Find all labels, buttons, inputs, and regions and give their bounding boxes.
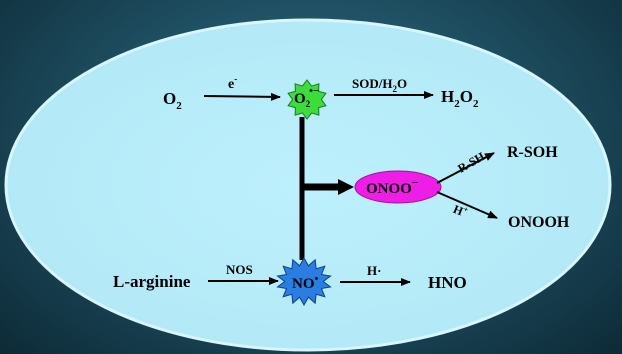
- species-superoxide: O2•−: [294, 85, 319, 109]
- species-hno: HNO: [428, 273, 467, 292]
- superoxide-burst: [287, 79, 327, 120]
- arrow-to-r-soh: [436, 152, 495, 184]
- label-sod: SOD/H2O: [352, 76, 407, 94]
- species-peroxynitrite: ONOO−: [366, 177, 418, 197]
- arrow-to-onooh: [436, 191, 498, 219]
- arrowhead-to-peroxynitrite: [338, 179, 354, 195]
- peroxynitrite-oval: [354, 170, 442, 204]
- species-nitric-oxide: NO•: [292, 273, 319, 292]
- label-h-radical: H·: [367, 263, 381, 278]
- arrow-o2-to-superoxide: [203, 92, 281, 101]
- label-electron: e-: [228, 74, 237, 92]
- species-h2o2: H2O2: [441, 87, 479, 110]
- species-l-arginine: L-arginine: [113, 272, 191, 291]
- species-o2: O2: [163, 89, 182, 112]
- species-r-soh: R-SOH: [507, 144, 558, 161]
- nitric-oxide-burst: [276, 256, 332, 307]
- species-onooh: ONOOH: [508, 214, 570, 231]
- label-nos: NOS: [226, 262, 253, 277]
